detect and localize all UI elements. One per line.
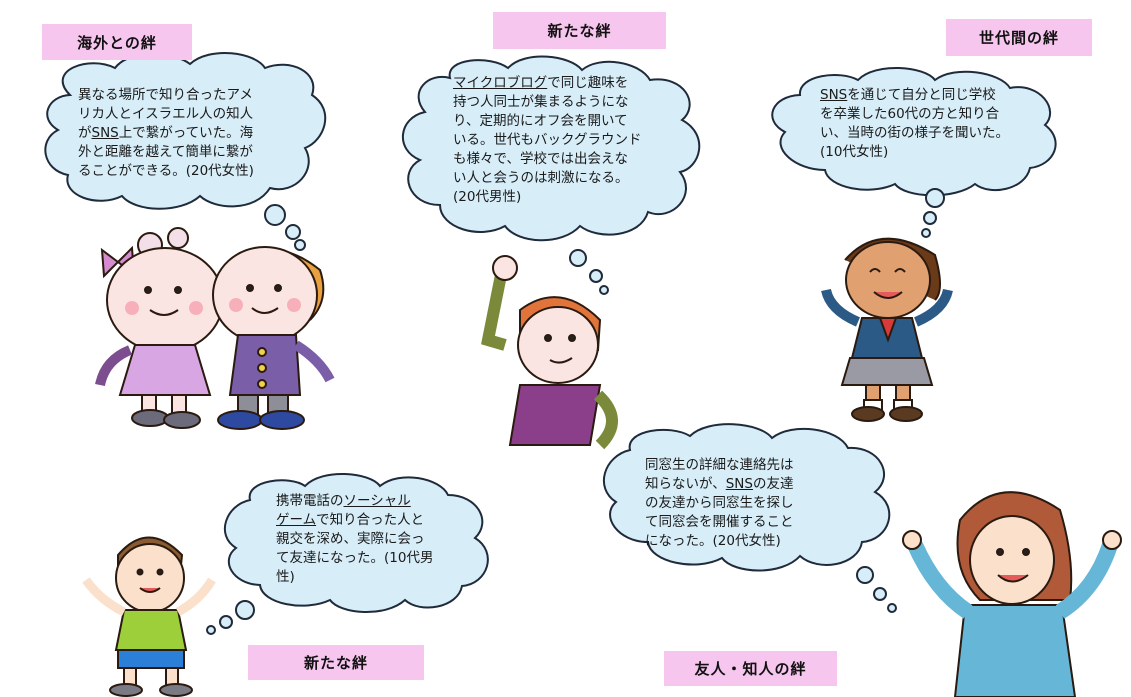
schoolgirl-illustration — [821, 237, 953, 422]
thought-bubble-generation — [771, 67, 1057, 238]
label-new-bond-top: 新たな絆 — [493, 12, 666, 49]
bubble-text-friends: 同窓生の詳細な連絡先は 知らないが、SNSの友達 の友達から同窓生を探し て同窓… — [645, 457, 794, 549]
label-new-bond-bottom: 新たな絆 — [248, 645, 424, 680]
label-generation-bond: 世代間の絆 — [946, 19, 1092, 56]
waving-boy-illustration — [82, 536, 216, 697]
two-kids-illustration — [95, 227, 335, 430]
thought-bubble-new-top — [402, 55, 701, 295]
thought-bubble-new-bottom — [206, 473, 489, 635]
thought-bubble-overseas — [44, 52, 327, 251]
cheering-boy-illustration — [481, 255, 618, 450]
bubble-text-generation: SNSを通じて自分と同じ学校 を卒業した60代の方と知り合 い、当時の街の様子を… — [820, 87, 1009, 160]
label-overseas-bond: 海外との絆 — [42, 24, 192, 60]
bubble-text-overseas: 異なる場所で知り合ったアメ リカ人とイスラエル人の知人 がSNS上で繋がっていた… — [78, 87, 254, 179]
bubble-text-new-top: マイクロブログで同じ趣味を 持つ人同士が集まるようにな り、定期的にオフ会を開い… — [453, 75, 642, 205]
thought-bubble-friends — [602, 423, 897, 613]
waving-woman-illustration — [902, 491, 1122, 697]
bubble-text-new-bottom: 携帯電話のソーシャル ゲームで知り合った人と 親交を深め、実際に会っ て友達にな… — [276, 493, 434, 585]
label-friends-bond: 友人・知人の絆 — [664, 651, 837, 686]
